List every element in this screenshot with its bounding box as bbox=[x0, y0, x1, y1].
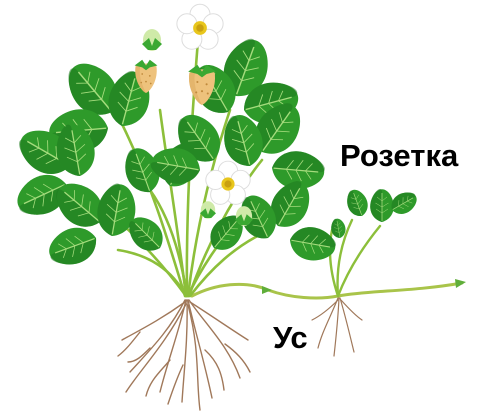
top-flower bbox=[177, 4, 223, 49]
rosette-roots bbox=[312, 298, 362, 356]
runner bbox=[192, 279, 466, 298]
main-roots bbox=[118, 300, 250, 410]
rosette-plant bbox=[330, 187, 421, 296]
rosette-label: Розетка bbox=[340, 140, 458, 171]
runner-label: Ус bbox=[273, 322, 308, 353]
main-leaves bbox=[10, 33, 338, 271]
